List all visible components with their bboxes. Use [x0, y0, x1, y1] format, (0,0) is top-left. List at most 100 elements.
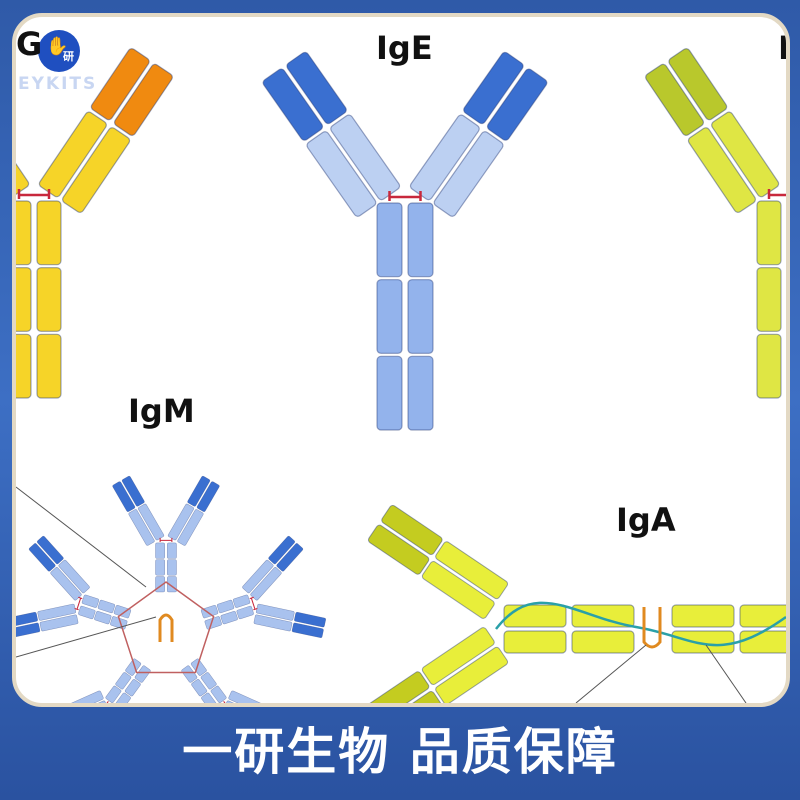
domain-segment — [58, 559, 90, 594]
domain-segment — [291, 622, 324, 638]
igm-label: IgM — [128, 392, 195, 430]
domain-segment — [503, 604, 567, 628]
disulfide-bond — [74, 596, 83, 611]
domain-segment — [115, 692, 131, 703]
igm-monomer — [181, 658, 266, 703]
j-chain — [158, 613, 174, 642]
footer-slogan: 一研生物 品质保障 — [182, 723, 618, 781]
domain-segment — [671, 630, 735, 654]
iga-arms — [367, 504, 509, 703]
domain-segment — [216, 599, 235, 614]
domain-segment — [113, 605, 132, 619]
domain-segment — [181, 665, 198, 683]
domain-segment — [90, 48, 150, 121]
right-arm — [38, 48, 173, 213]
igm-monomer — [200, 535, 326, 638]
right-arm — [409, 51, 548, 217]
domain-segment — [739, 604, 786, 628]
igg-antibody — [16, 48, 173, 399]
domain-segment — [463, 51, 524, 125]
domain-segment — [155, 542, 165, 559]
domain-segment — [739, 630, 786, 654]
partial-antibody — [645, 48, 786, 399]
domain-segment — [210, 685, 227, 703]
left-arm — [112, 475, 165, 546]
left-arm — [367, 627, 509, 703]
j-chain-ring — [117, 581, 215, 674]
domain-segment — [306, 131, 377, 217]
domain-segment — [433, 131, 504, 217]
domain-segment — [421, 627, 495, 685]
pointer-line — [16, 616, 157, 658]
domain-segment — [200, 605, 219, 619]
iga-label: IgA — [616, 501, 676, 539]
domain-segment — [407, 279, 434, 354]
domain-segment — [191, 679, 208, 697]
igm-monomer — [66, 658, 151, 703]
domain-segment — [134, 665, 151, 683]
domain-segment — [286, 51, 347, 125]
disulfide-bond — [249, 596, 258, 611]
domain-segment — [128, 509, 155, 546]
domain-segment — [167, 559, 177, 576]
ige-antibody — [262, 51, 548, 431]
antibody-diagram — [16, 48, 786, 703]
right-arm — [66, 690, 108, 703]
domain-segment — [756, 267, 782, 332]
disulfide-bond — [105, 701, 119, 703]
domain-segment — [232, 594, 251, 608]
domain-segment — [671, 604, 735, 628]
domain-segment — [16, 200, 32, 266]
domain-segment — [276, 543, 304, 572]
domain-segment — [187, 475, 211, 507]
domain-segment — [381, 504, 443, 555]
disulfide-bond — [159, 537, 173, 543]
j-chain — [642, 607, 662, 649]
domain-segment — [220, 611, 238, 625]
domain-segment — [236, 605, 254, 620]
domain-segment — [367, 671, 430, 703]
domain-segment — [330, 114, 401, 201]
domain-segment — [571, 630, 635, 654]
domain-segment — [407, 355, 434, 431]
domain-segment — [201, 692, 217, 703]
domain-segment — [367, 524, 430, 575]
domain-segment — [409, 114, 480, 201]
igm-monomer — [16, 535, 132, 638]
domain-segment — [268, 535, 295, 565]
domain-segment — [28, 543, 56, 572]
domain-segment — [262, 68, 324, 141]
left-arm — [16, 603, 79, 638]
domain-segment — [94, 611, 112, 625]
right-arm — [167, 475, 220, 546]
domain-segment — [81, 594, 100, 608]
domain-segment — [200, 672, 217, 690]
domain-segment — [36, 200, 62, 266]
domain-segment — [124, 679, 141, 697]
domain-segment — [16, 111, 30, 198]
pointer-line — [575, 644, 647, 703]
domain-segment — [204, 616, 222, 630]
domain-segment — [36, 267, 62, 332]
domain-segment — [62, 127, 131, 213]
domain-segment — [105, 685, 122, 703]
domain-segment — [190, 658, 207, 676]
left-arm — [262, 51, 401, 217]
domain-segment — [228, 690, 266, 703]
disulfide-bond — [767, 189, 786, 199]
diagram-panel: G IgE IgM IgA I — [12, 13, 790, 707]
igm-monomer — [112, 475, 220, 593]
disulfide-bond — [17, 189, 51, 199]
domain-segment — [486, 68, 548, 141]
left-arm — [224, 690, 266, 703]
domain-segment — [125, 658, 142, 676]
pointer-line — [705, 644, 747, 703]
disulfide-bond — [213, 701, 227, 703]
igg-label: G — [16, 25, 43, 63]
secretory-component — [495, 601, 786, 647]
left-arm — [242, 535, 304, 601]
domain-segment — [407, 202, 434, 278]
domain-segment — [115, 672, 132, 690]
domain-segment — [687, 127, 756, 213]
